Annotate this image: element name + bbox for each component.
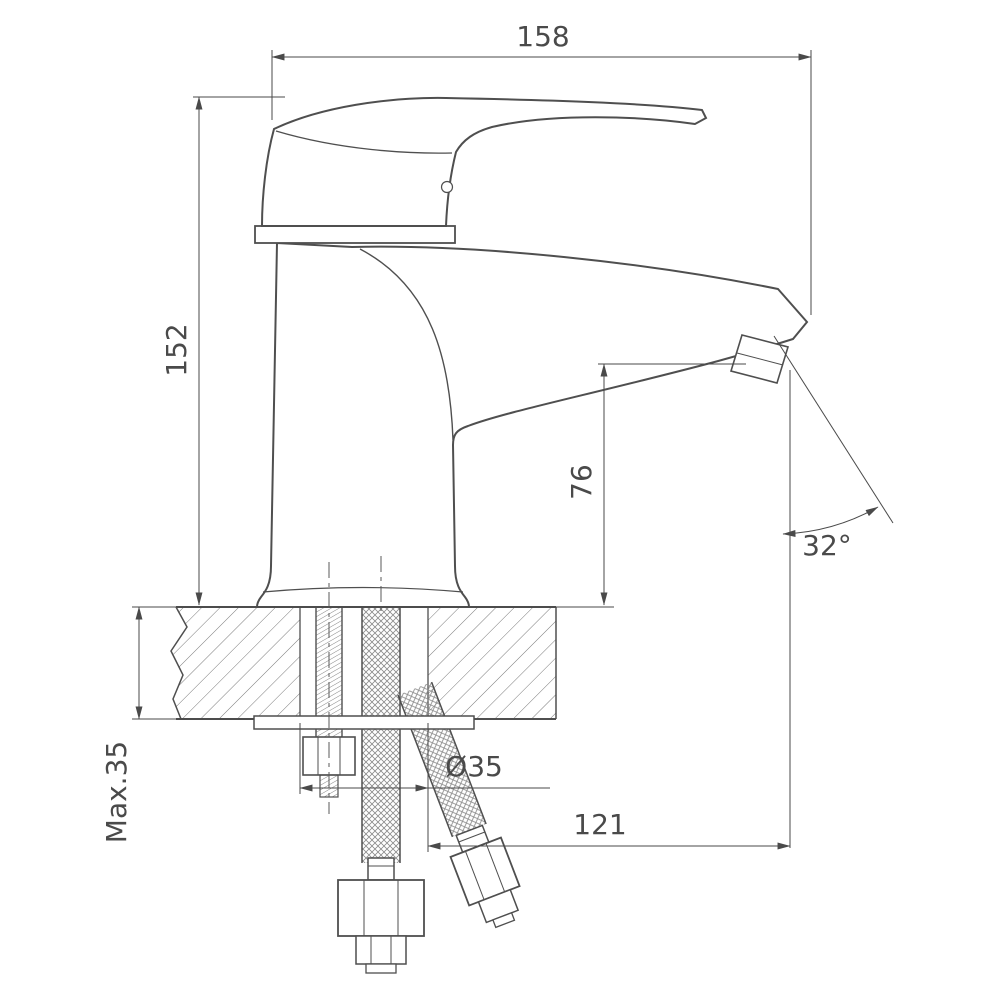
lever-detail-line	[275, 130, 453, 154]
hose-edge-right	[430, 681, 487, 825]
hose-fitting-angled	[449, 824, 521, 929]
fitting-facet-line	[464, 851, 485, 900]
faucet-body-spout	[255, 241, 809, 608]
aerator-detail-line	[736, 352, 784, 366]
lever-screw-detail	[440, 180, 454, 194]
faucet-collar	[254, 225, 456, 244]
angle-arc	[782, 506, 879, 537]
fitting-tip	[365, 963, 397, 974]
dim-label-hole-diameter: Ø35	[445, 750, 503, 783]
hose-fitting-straight	[337, 857, 425, 974]
dim-label-deck-thickness: Max.35	[100, 741, 133, 843]
faucet-lever-handle	[260, 96, 708, 227]
supply-hose-straight	[337, 607, 425, 974]
countertop-left-hatch	[171, 607, 300, 719]
hose-braid	[362, 607, 400, 863]
dim-label-spout-angle: 32°	[802, 529, 852, 562]
aerator	[729, 334, 790, 384]
dim-label-spout-reach: 121	[573, 808, 626, 841]
dimension-overall-height	[132, 96, 614, 608]
dimension-spout-angle	[773, 335, 894, 848]
fitting-facet-line	[485, 843, 506, 893]
countertop-right-hatch	[428, 607, 556, 719]
dimension-overall-length	[271, 50, 812, 315]
spout-body-blend-line	[359, 248, 454, 441]
dim-label-overall-height: 152	[160, 323, 193, 376]
fitting-hex-nut	[337, 879, 425, 937]
fitting-collar-band	[458, 831, 486, 843]
dimension-hole-diameter	[299, 723, 550, 852]
fitting-tip	[492, 911, 516, 929]
fitting-collar	[367, 857, 395, 881]
angle-reference-line	[773, 335, 894, 524]
fitting-tail	[355, 935, 407, 965]
base-flare-line	[262, 586, 464, 593]
dimension-deck-thickness	[132, 606, 254, 720]
countertop-break-edge	[170, 606, 188, 720]
lever-outline	[260, 96, 708, 227]
center-lines	[328, 556, 382, 814]
dim-label-spout-height: 76	[565, 464, 598, 500]
dim-label-overall-length: 158	[516, 20, 569, 53]
body-spout-outline	[255, 241, 809, 608]
washer-plate	[253, 715, 475, 730]
dimension-spout-height	[598, 363, 746, 606]
